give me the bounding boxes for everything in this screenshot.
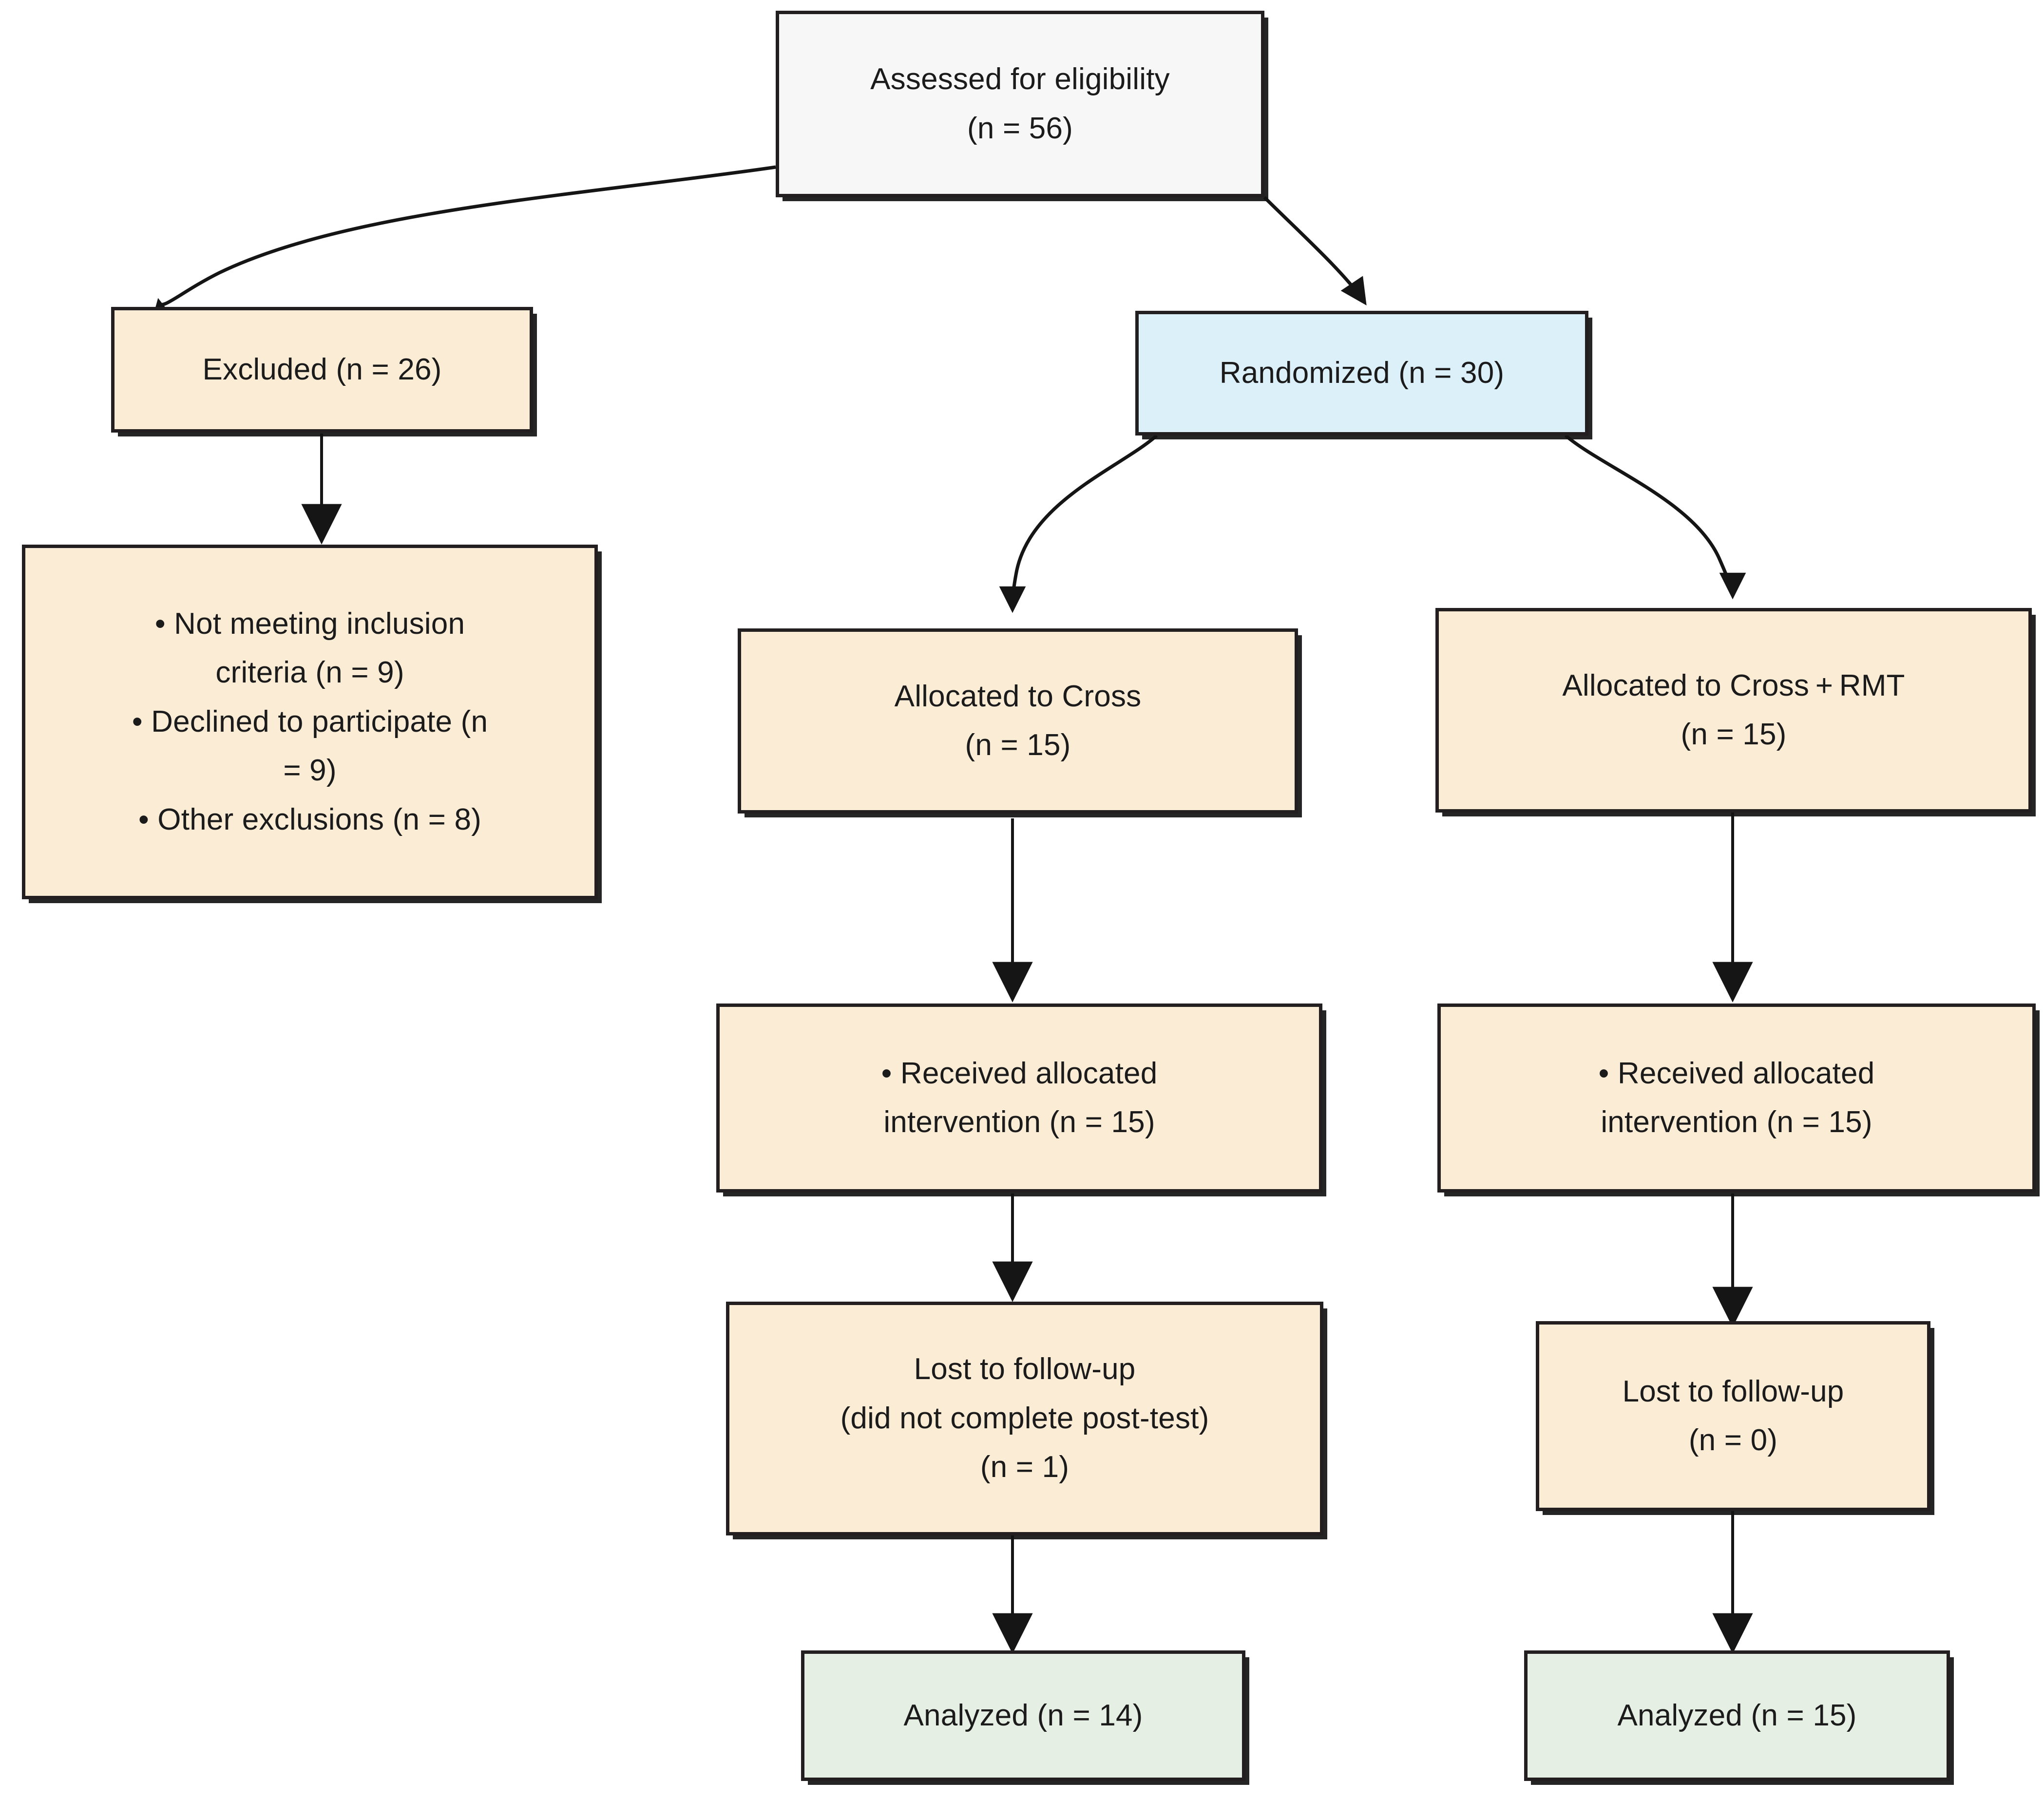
lost-right-line-1: Lost to follow-up	[1622, 1374, 1844, 1408]
received-right-line-2: intervention (n = 15)	[1601, 1105, 1872, 1139]
exclusion-reason-1a: • Not meeting inclusion	[154, 606, 465, 641]
excluded-line-1: Excluded (n = 26)	[202, 352, 442, 386]
exclusion-reason-1b: criteria (n = 9)	[215, 656, 404, 690]
edge-randomized-to-allocated-right	[1564, 434, 1746, 600]
node-randomized: Randomized (n = 30)	[1135, 311, 1588, 436]
exclusion-reason-2a: • Declined to participate (n	[132, 704, 488, 739]
allocated-right-line-2: (n = 15)	[1681, 718, 1787, 751]
received-left-line-2: intervention (n = 15)	[883, 1105, 1155, 1139]
node-received-intervention-left: • Received allocated intervention (n = 1…	[716, 1004, 1322, 1193]
lost-right-line-2: (n = 0)	[1688, 1423, 1778, 1457]
allocated-left-line-1: Allocated to Cross	[894, 679, 1142, 713]
allocated-left-line-2: (n = 15)	[965, 728, 1071, 762]
assessed-line-1: Assessed for eligibility	[870, 62, 1170, 96]
node-lost-to-followup-right: Lost to follow-up (n = 0)	[1536, 1321, 1930, 1511]
lost-left-line-3: (n = 1)	[980, 1450, 1070, 1484]
randomized-line-1: Randomized (n = 30)	[1219, 356, 1505, 390]
exclusion-reason-3: • Other exclusions (n = 8)	[138, 802, 482, 836]
node-allocated-cross-rmt: Allocated to Cross + RMT (n = 15)	[1435, 608, 2032, 813]
allocated-right-line-1: Allocated to Cross + RMT	[1562, 668, 1905, 702]
node-lost-to-followup-left: Lost to follow-up (did not complete post…	[726, 1302, 1323, 1535]
edge-assessed-to-excluded	[150, 165, 776, 327]
assessed-line-2: (n = 56)	[967, 111, 1073, 145]
node-assessed-for-eligibility: Assessed for eligibility (n = 56)	[776, 11, 1264, 197]
edge-assessed-to-randomized	[1263, 196, 1367, 305]
received-left-line-1: • Received allocated	[881, 1056, 1158, 1090]
analyzed-right-line-1: Analyzed (n = 15)	[1617, 1698, 1857, 1732]
exclusion-reason-2b: = 9)	[283, 754, 337, 788]
node-analyzed-left: Analyzed (n = 14)	[801, 1650, 1245, 1781]
analyzed-left-line-1: Analyzed (n = 14)	[903, 1698, 1143, 1732]
lost-left-line-1: Lost to follow-up	[914, 1352, 1136, 1386]
node-analyzed-right: Analyzed (n = 15)	[1524, 1650, 1950, 1781]
node-exclusion-reasons: • Not meeting inclusion criteria (n = 9)…	[22, 545, 598, 899]
lost-left-line-2: (did not complete post-test)	[840, 1401, 1209, 1435]
received-right-line-1: • Received allocated	[1598, 1056, 1875, 1090]
node-excluded: Excluded (n = 26)	[111, 307, 533, 433]
edge-randomized-to-allocated-left	[999, 434, 1158, 613]
node-allocated-cross: Allocated to Cross (n = 15)	[738, 628, 1298, 814]
node-received-intervention-right: • Received allocated intervention (n = 1…	[1437, 1004, 2036, 1193]
